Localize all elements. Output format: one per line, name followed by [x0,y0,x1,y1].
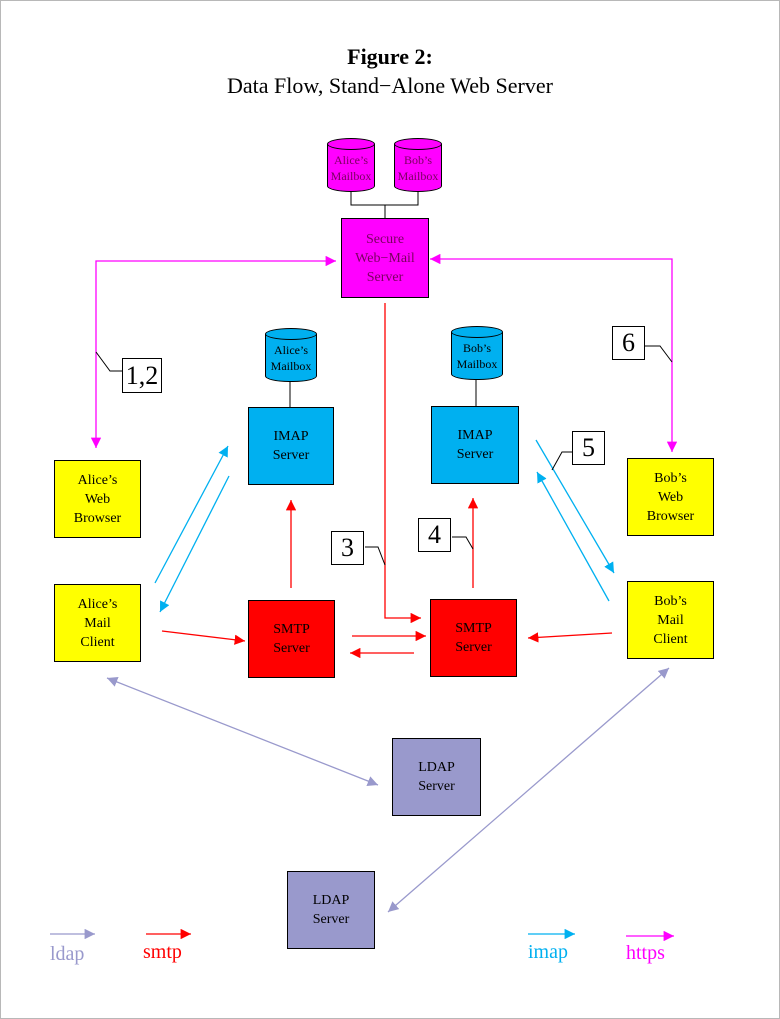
step-label-3: 3 [331,531,364,565]
imap-arrows [154,439,615,613]
legend-arrows [50,928,674,942]
step-label-6: 6 [612,326,645,360]
figure-subtitle: Data Flow, Stand−Alone Web Server [227,73,553,98]
figure-title: Figure 2: [347,44,433,69]
step-label-5: 5 [572,431,605,465]
mailbox-connector [350,192,419,218]
step-leaders [95,345,673,566]
legend-smtp: smtp [143,941,182,963]
legend-https: https [626,942,665,964]
imap-mailbox-connector [289,378,477,407]
legend-imap: imap [528,941,568,963]
legend-ldap: ldap [50,943,85,965]
smtp-arrows [161,303,613,659]
step-label-1-2: 1,2 [122,358,162,393]
step-label-4: 4 [418,518,451,552]
ldap-arrows [106,667,670,913]
https-arrows [90,253,678,452]
